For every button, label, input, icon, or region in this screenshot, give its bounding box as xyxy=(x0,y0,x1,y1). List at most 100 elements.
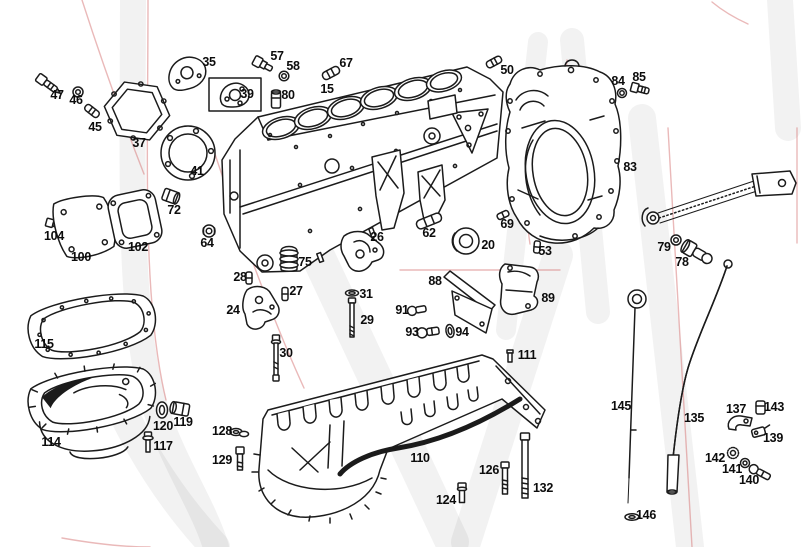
part-number-64: 64 xyxy=(200,235,214,250)
part-number-83: 83 xyxy=(623,159,637,174)
part-78-bolt xyxy=(680,239,713,265)
part-number-91: 91 xyxy=(395,302,409,317)
part-number-124: 124 xyxy=(436,492,456,507)
part-number-117: 117 xyxy=(153,438,173,453)
part-number-79: 79 xyxy=(657,239,671,254)
part-124-bolt xyxy=(456,482,468,504)
part-number-143: 143 xyxy=(764,399,784,414)
part-129-bolt xyxy=(235,446,245,471)
part-100-cover-plate xyxy=(52,195,116,259)
part-128-washers xyxy=(229,427,250,438)
part-135-dipstick-tube xyxy=(666,259,733,495)
part-93-bolt xyxy=(416,326,440,339)
part-132-bolt xyxy=(519,432,531,499)
part-140-bolt xyxy=(748,463,772,481)
part-number-53: 53 xyxy=(538,243,552,258)
part-number-67: 67 xyxy=(339,55,353,70)
part-number-24: 24 xyxy=(226,302,240,317)
part-number-69: 69 xyxy=(500,216,514,231)
part-137-clamp-bracket xyxy=(727,415,753,431)
part-number-31: 31 xyxy=(359,286,373,301)
part-85-bolt xyxy=(629,81,650,95)
part-79-nut xyxy=(670,234,682,246)
part-143-clip xyxy=(755,400,766,415)
part-80-sleeve xyxy=(270,89,282,109)
part-41-flange-gasket xyxy=(160,125,216,181)
part-111-bolt xyxy=(506,349,514,363)
part-number-78: 78 xyxy=(675,254,689,269)
part-46-ring xyxy=(72,86,84,98)
part-number-27: 27 xyxy=(289,283,303,298)
part-number-142: 142 xyxy=(705,450,725,465)
part-141-washer xyxy=(739,457,751,469)
part-number-41: 41 xyxy=(190,163,204,178)
part-139-clamp xyxy=(750,424,771,438)
part-number-39: 39 xyxy=(240,86,254,101)
part-number-57: 57 xyxy=(270,48,284,63)
part-number-132: 132 xyxy=(533,480,553,495)
part-47-bolt xyxy=(34,72,62,94)
part-number-28: 28 xyxy=(233,269,247,284)
part-number-37: 37 xyxy=(132,135,146,150)
part-117-bolt xyxy=(142,431,154,453)
part-29-bolt xyxy=(347,297,357,338)
part-number-120: 120 xyxy=(153,418,173,433)
part-142-knurled-nut xyxy=(726,446,740,460)
part-27-spacer xyxy=(281,286,289,302)
part-72-plug xyxy=(161,187,181,205)
part-number-100: 100 xyxy=(71,249,91,264)
part-number-94: 94 xyxy=(455,324,469,339)
part-94-washer xyxy=(445,323,455,339)
part-number-111: 111 xyxy=(517,347,537,362)
part-26-mount-bracket xyxy=(340,230,385,272)
part-57-plug xyxy=(251,55,274,72)
part-64-nut xyxy=(202,224,216,238)
highlight-box[interactable] xyxy=(208,77,262,112)
part-number-75: 75 xyxy=(298,254,312,269)
part-88-support-bracket xyxy=(443,270,496,334)
part-number-72: 72 xyxy=(167,202,181,217)
part-number-20: 20 xyxy=(481,237,495,252)
part-number-146: 146 xyxy=(636,507,656,522)
highlight-arrow-icon xyxy=(214,4,250,78)
part-number-50: 50 xyxy=(500,62,514,77)
part-number-140: 140 xyxy=(739,472,759,487)
part-number-35: 35 xyxy=(202,54,216,69)
part-number-45: 45 xyxy=(88,119,102,134)
part-126-bolt xyxy=(500,461,510,495)
part-number-139: 139 xyxy=(763,430,783,445)
part-number-137: 137 xyxy=(726,401,746,416)
part-83-end-cover xyxy=(505,59,622,244)
part-number-104: 104 xyxy=(44,228,64,243)
part-number-126: 126 xyxy=(479,462,499,477)
part-15-engine-block xyxy=(221,66,504,273)
part-37-hex-gasket xyxy=(103,81,171,141)
part-number-47: 47 xyxy=(50,87,64,102)
part-24-mount-bracket xyxy=(242,285,280,330)
part-number-62: 62 xyxy=(422,225,436,240)
part-number-88: 88 xyxy=(428,273,442,288)
part-number-135: 135 xyxy=(684,410,704,425)
part-number-93: 93 xyxy=(405,324,419,339)
part-67-stud xyxy=(321,65,341,81)
ground-strap xyxy=(641,170,797,227)
part-50-stud xyxy=(485,55,503,69)
part-146-washer xyxy=(624,513,640,521)
part-number-26: 26 xyxy=(370,229,384,244)
part-number-15: 15 xyxy=(320,81,334,96)
part-115-pan-gasket xyxy=(27,293,157,360)
part-number-85: 85 xyxy=(632,69,646,84)
part-number-102: 102 xyxy=(128,239,148,254)
part-39-cover-highlighted[interactable] xyxy=(219,82,250,108)
part-number-29: 29 xyxy=(360,312,374,327)
part-number-141: 141 xyxy=(722,461,742,476)
part-45-stud xyxy=(84,103,100,119)
part-120-seal-ring xyxy=(155,401,169,419)
part-145-dipstick xyxy=(627,289,647,504)
part-119-drain-plug xyxy=(169,400,191,417)
part-53-stud xyxy=(532,240,542,254)
part-30-bolt xyxy=(270,334,282,382)
part-84-seal-ring xyxy=(616,87,628,99)
part-number-58: 58 xyxy=(286,58,300,73)
